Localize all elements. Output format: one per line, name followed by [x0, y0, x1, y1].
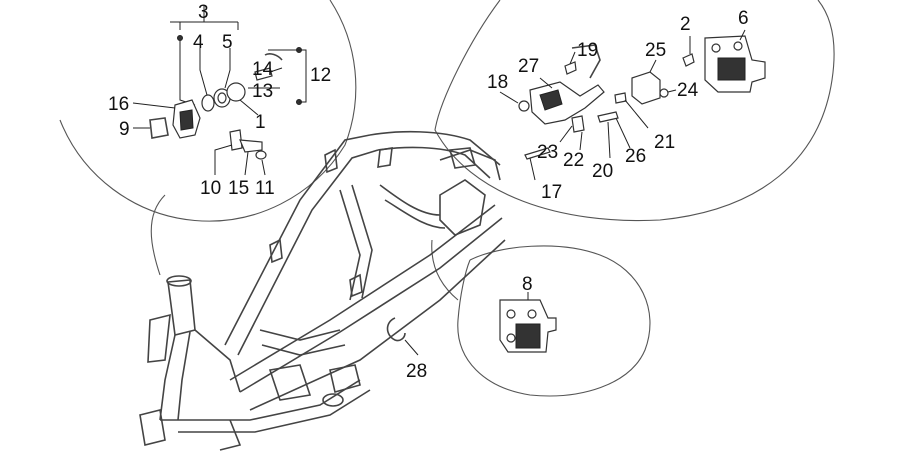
callout-17: 17 [541, 182, 562, 203]
callout-24: 24 [677, 80, 699, 101]
callout-9: 9 [119, 119, 130, 140]
callout-19: 19 [577, 40, 598, 61]
callout-27: 27 [518, 56, 539, 77]
callout-18: 18 [487, 72, 508, 93]
callout-25: 25 [645, 40, 666, 61]
callout-5: 5 [222, 32, 233, 53]
callout-2: 2 [680, 14, 691, 35]
lock-assembly-left [132, 5, 307, 176]
detail-circle-lower-leader [431, 239, 459, 301]
callout-11: 11 [255, 178, 275, 199]
callout-12: 12 [310, 65, 331, 86]
callout-4: 4 [193, 32, 204, 53]
detail-circle-right [434, 0, 835, 222]
callout-3: 3 [198, 2, 209, 23]
part-8-plate [499, 292, 557, 353]
callout-13: 13 [252, 81, 273, 102]
callout-20: 20 [592, 161, 613, 182]
detail-circle-left-leader [150, 194, 166, 276]
callout-16: 16 [108, 94, 129, 115]
leader-28 [404, 339, 419, 356]
callout-28: 28 [406, 361, 427, 382]
lock-assembly-right [499, 29, 766, 181]
callout-22: 22 [563, 150, 584, 171]
detail-circle-left [59, 0, 357, 222]
scooter-frame [139, 130, 506, 451]
callout-10: 10 [200, 178, 221, 199]
callout-15: 15 [228, 178, 249, 199]
callout-8: 8 [522, 274, 533, 295]
callout-6: 6 [738, 8, 749, 29]
callout-21: 21 [654, 132, 675, 153]
callout-26: 26 [625, 146, 646, 167]
callout-14: 14 [252, 59, 274, 80]
part-28-clamp [386, 317, 406, 342]
callout-23: 23 [537, 142, 558, 163]
callout-1: 1 [255, 112, 266, 133]
detail-circle-lower [457, 245, 651, 397]
